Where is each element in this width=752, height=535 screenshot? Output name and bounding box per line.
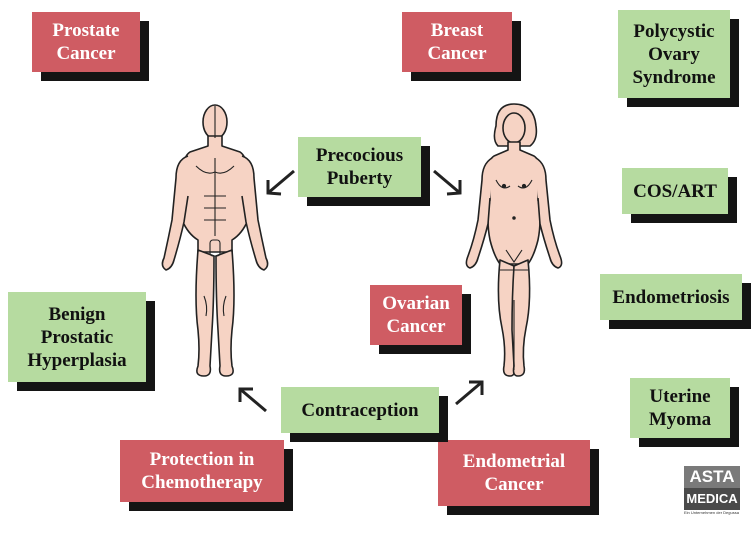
male-body-figure [158,100,272,380]
arrow-to-male-bottom [232,383,272,417]
contraception-label: Contraception [301,399,418,422]
protection-chemotherapy-label: Protection in Chemotherapy [141,448,262,494]
polycystic-ovary-syndrome-box: Polycystic Ovary Syndrome [618,10,730,98]
asta-medica-logo: ASTA MEDICA Ein Unternehmen der Degussa [684,466,742,516]
logo-line1: ASTA [684,467,740,487]
contraception-box: Contraception [281,387,439,433]
logo-line2: MEDICA [684,489,740,509]
bph-box: Benign Prostatic Hyperplasia [8,292,146,382]
polycystic-ovary-syndrome-label: Polycystic Ovary Syndrome [632,20,715,89]
prostate-cancer-label: Prostate Cancer [52,19,119,65]
breast-cancer-box: Breast Cancer [402,12,512,72]
endometriosis-box: Endometriosis [600,274,742,320]
prostate-cancer-box: Prostate Cancer [32,12,140,72]
ovarian-cancer-box: Ovarian Cancer [370,285,462,345]
cos-art-label: COS/ART [633,180,717,203]
precocious-puberty-box: Precocious Puberty [298,137,421,197]
breast-cancer-label: Breast Cancer [427,19,486,65]
protection-chemotherapy-box: Protection in Chemotherapy [120,440,284,502]
endometrial-cancer-label: Endometrial Cancer [463,450,565,496]
endometriosis-label: Endometriosis [612,286,729,309]
endometrial-cancer-box: Endometrial Cancer [438,440,590,506]
bph-label: Benign Prostatic Hyperplasia [27,303,126,372]
precocious-puberty-label: Precocious Puberty [316,144,403,190]
uterine-myoma-label: Uterine Myoma [649,385,711,431]
female-body-figure [456,100,572,380]
cos-art-box: COS/ART [622,168,728,214]
ovarian-cancer-label: Ovarian Cancer [382,292,450,338]
logo-tagline: Ein Unternehmen der Degussa [684,510,742,516]
uterine-myoma-box: Uterine Myoma [630,378,730,438]
arrow-to-female-bottom [450,376,490,410]
